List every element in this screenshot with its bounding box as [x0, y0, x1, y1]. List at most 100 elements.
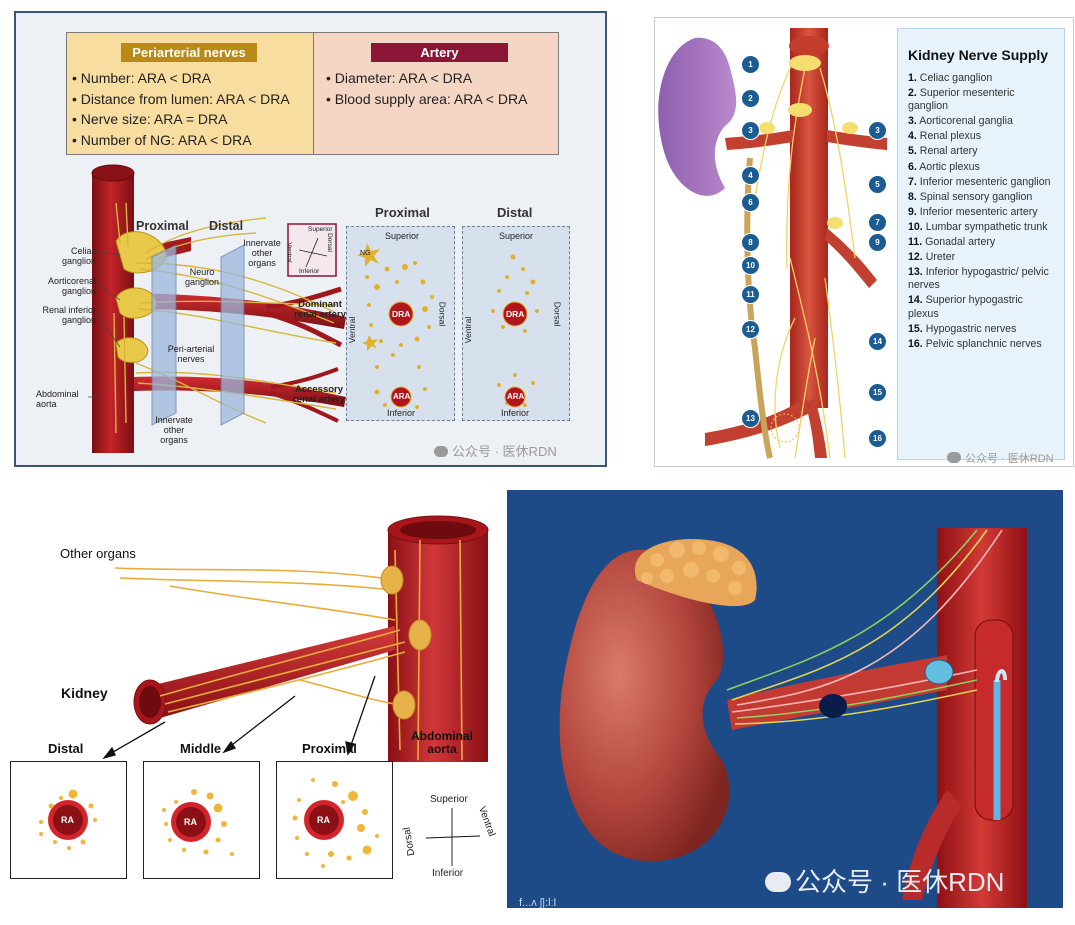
section-proximal: NG Superior Inferior DRA ARA Ventral Dor… [346, 226, 455, 421]
distal-title: Distal [48, 741, 84, 756]
list-item: 15. Hypogastric nerves [908, 322, 1017, 335]
list-item: 7. Inferior mesenteric ganglion [908, 175, 1051, 188]
list-item: 10. Lumbar sympathetic trunk [908, 220, 1048, 233]
marker-4: 4 [741, 166, 760, 185]
legend-list: 1. Celiac ganglion 2. Superior mesenteri… [908, 72, 1056, 351]
marker-13: 13 [741, 409, 760, 428]
kidney-renal-denervation-illustration [559, 528, 1027, 908]
marker-9: 9 [868, 233, 887, 252]
caption-text: f...ʌ ʃ|:lːl [519, 897, 557, 908]
marker-8: 8 [741, 233, 760, 252]
renal-inferior-ganglion-label: Renal inferior ganglion [42, 305, 96, 325]
marker-16: 16 [868, 429, 887, 448]
proximal-dra: DRA [392, 309, 411, 319]
watermark: 公众号 · 医休RDN [947, 450, 1054, 466]
legend-box: Kidney Nerve Supply 1. Celiac ganglion 2… [897, 28, 1065, 460]
compass-superior: Superior [430, 794, 468, 805]
distal-ra: RA [61, 815, 74, 825]
list-item: 16. Pelvic splanchnic nerves [908, 337, 1042, 350]
list-item: Distance from lumen: ARA < DRA [72, 89, 290, 110]
marker-3-right: 3 [868, 121, 887, 140]
celiac-ganglion-label: Celiac ganglion [61, 246, 96, 266]
list-item: Number: ARA < DRA [72, 68, 290, 89]
distal-dra: DRA [506, 309, 525, 319]
compass-inferior: Inferior [432, 868, 464, 879]
kidney-label: Kidney [61, 685, 108, 701]
proximal-dorsal: Dorsal [437, 301, 448, 327]
marker-15: 15 [868, 383, 887, 402]
list-item: Nerve size: ARA = DRA [72, 109, 290, 130]
watermark: 公众号 · 医休RDN [434, 441, 557, 460]
legend-title: Kidney Nerve Supply [908, 47, 1049, 63]
watermark: 公众号 · 医休RDN [765, 862, 1004, 899]
distal-ara: ARA [507, 392, 525, 401]
list-item: 4. Renal plexus [908, 130, 982, 143]
proximal-title: Proximal [302, 741, 357, 756]
distal-plane-label: Distal [209, 219, 244, 233]
marker-3-left: 3 [741, 121, 760, 140]
list-item: Diameter: ARA < DRA [326, 68, 527, 89]
marker-2: 2 [741, 89, 760, 108]
list-item: Blood supply area: ARA < DRA [326, 89, 528, 110]
marker-10: 10 [741, 256, 760, 275]
compass-inferior: Inferior [299, 268, 320, 275]
compass-ventral: Ventral [285, 242, 293, 263]
periarterial-list: Number: ARA < DRA Distance from lumen: A… [72, 68, 290, 150]
distal-dorsal: Dorsal [552, 301, 563, 327]
proximal-inferior: Inferior [387, 408, 416, 418]
list-item: 11. Gonadal artery [908, 236, 996, 249]
list-item: 1. Celiac ganglion [908, 72, 993, 84]
section-middle: RA [143, 761, 260, 879]
marker-11: 11 [741, 285, 760, 304]
marker-1: 1 [741, 55, 760, 74]
aorta-illustration [88, 164, 346, 453]
artery-list: Diameter: ARA < DRA Blood supply area: A… [326, 68, 528, 110]
proximal-ara: ARA [393, 392, 411, 401]
aorticorenal-ganglion-label: Aorticorenal ganglion [47, 276, 96, 296]
kidney-aorta-illustration [102, 515, 489, 866]
proximal-ra: RA [317, 815, 330, 825]
middle-section-dots [162, 789, 234, 856]
proximal-dots [357, 243, 434, 409]
section-distal-title: Distal [497, 205, 533, 220]
list-item: 2. Superior mesenteric ganglion [908, 87, 1015, 113]
list-item: 3. Aorticorenal ganglia [908, 115, 1013, 128]
innervate-top-label: Innervate other organs [243, 238, 281, 268]
compass-superior: Superior [308, 226, 333, 233]
proximal-section-dots [292, 778, 379, 868]
list-item: 8. Spinal sensory ganglion [908, 190, 1033, 203]
proximal-superior: Superior [385, 231, 420, 241]
distal-dots [491, 254, 539, 408]
panel-kidney-illustration: 公众号 · 医休RDN f...ʌ ʃ|:lːl [507, 490, 1063, 908]
panel-kidney-aorta-sections: Other organs Kidney Abdominal aorta Dist… [0, 490, 505, 915]
distal-section-dots [39, 789, 97, 850]
distal-ventral: Ventral [463, 316, 474, 344]
distal-inferior: Inferior [501, 408, 530, 418]
innervate-bottom-label: Innervate other organs [155, 415, 193, 445]
list-item: 9. Inferior mesenteric artery [908, 205, 1038, 218]
panel-kidney-nerve-supply: 1 2 3 3 4 5 6 7 8 9 10 11 12 13 14 15 16… [654, 17, 1074, 467]
list-item: 5. Renal artery [908, 145, 978, 158]
abdominal-aorta-label: Abdominal aorta [411, 729, 473, 756]
watermark-text: 公众号 · 医休RDN [965, 453, 1054, 465]
marker-7: 7 [868, 213, 887, 232]
watermark-text: 公众号 · 医休RDN [452, 444, 557, 459]
proximal-plane-label: Proximal [136, 219, 189, 233]
list-item: 14. Superior hypogastric plexus [908, 294, 1023, 320]
wechat-icon [947, 452, 961, 463]
periarterial-title: Periarterial nerves [121, 43, 257, 62]
neuro-ganglion-label: Neuro ganglion [184, 267, 220, 287]
marker-6: 6 [741, 193, 760, 212]
compass-dorsal: Dorsal [325, 233, 333, 252]
accessory-renal-artery-label: Accessory renal artery [293, 384, 345, 405]
dominant-renal-artery-label: Dominant renal artery [294, 299, 346, 320]
section-proximal-title: Proximal [375, 205, 430, 220]
section-distal: Superior Inferior DRA ARA Ventral Dorsal [462, 226, 570, 421]
other-organs-label: Other organs [60, 546, 136, 561]
list-item: Number of NG: ARA < DRA [72, 130, 290, 151]
periarterial-nerves-label: Peri-arterial nerves [167, 344, 215, 364]
marker-14: 14 [868, 332, 887, 351]
list-item: 13. Inferior hypogastric/ pelvic nerves [908, 266, 1049, 292]
section-distal: RA [10, 761, 127, 879]
artery-title: Artery [371, 43, 508, 62]
